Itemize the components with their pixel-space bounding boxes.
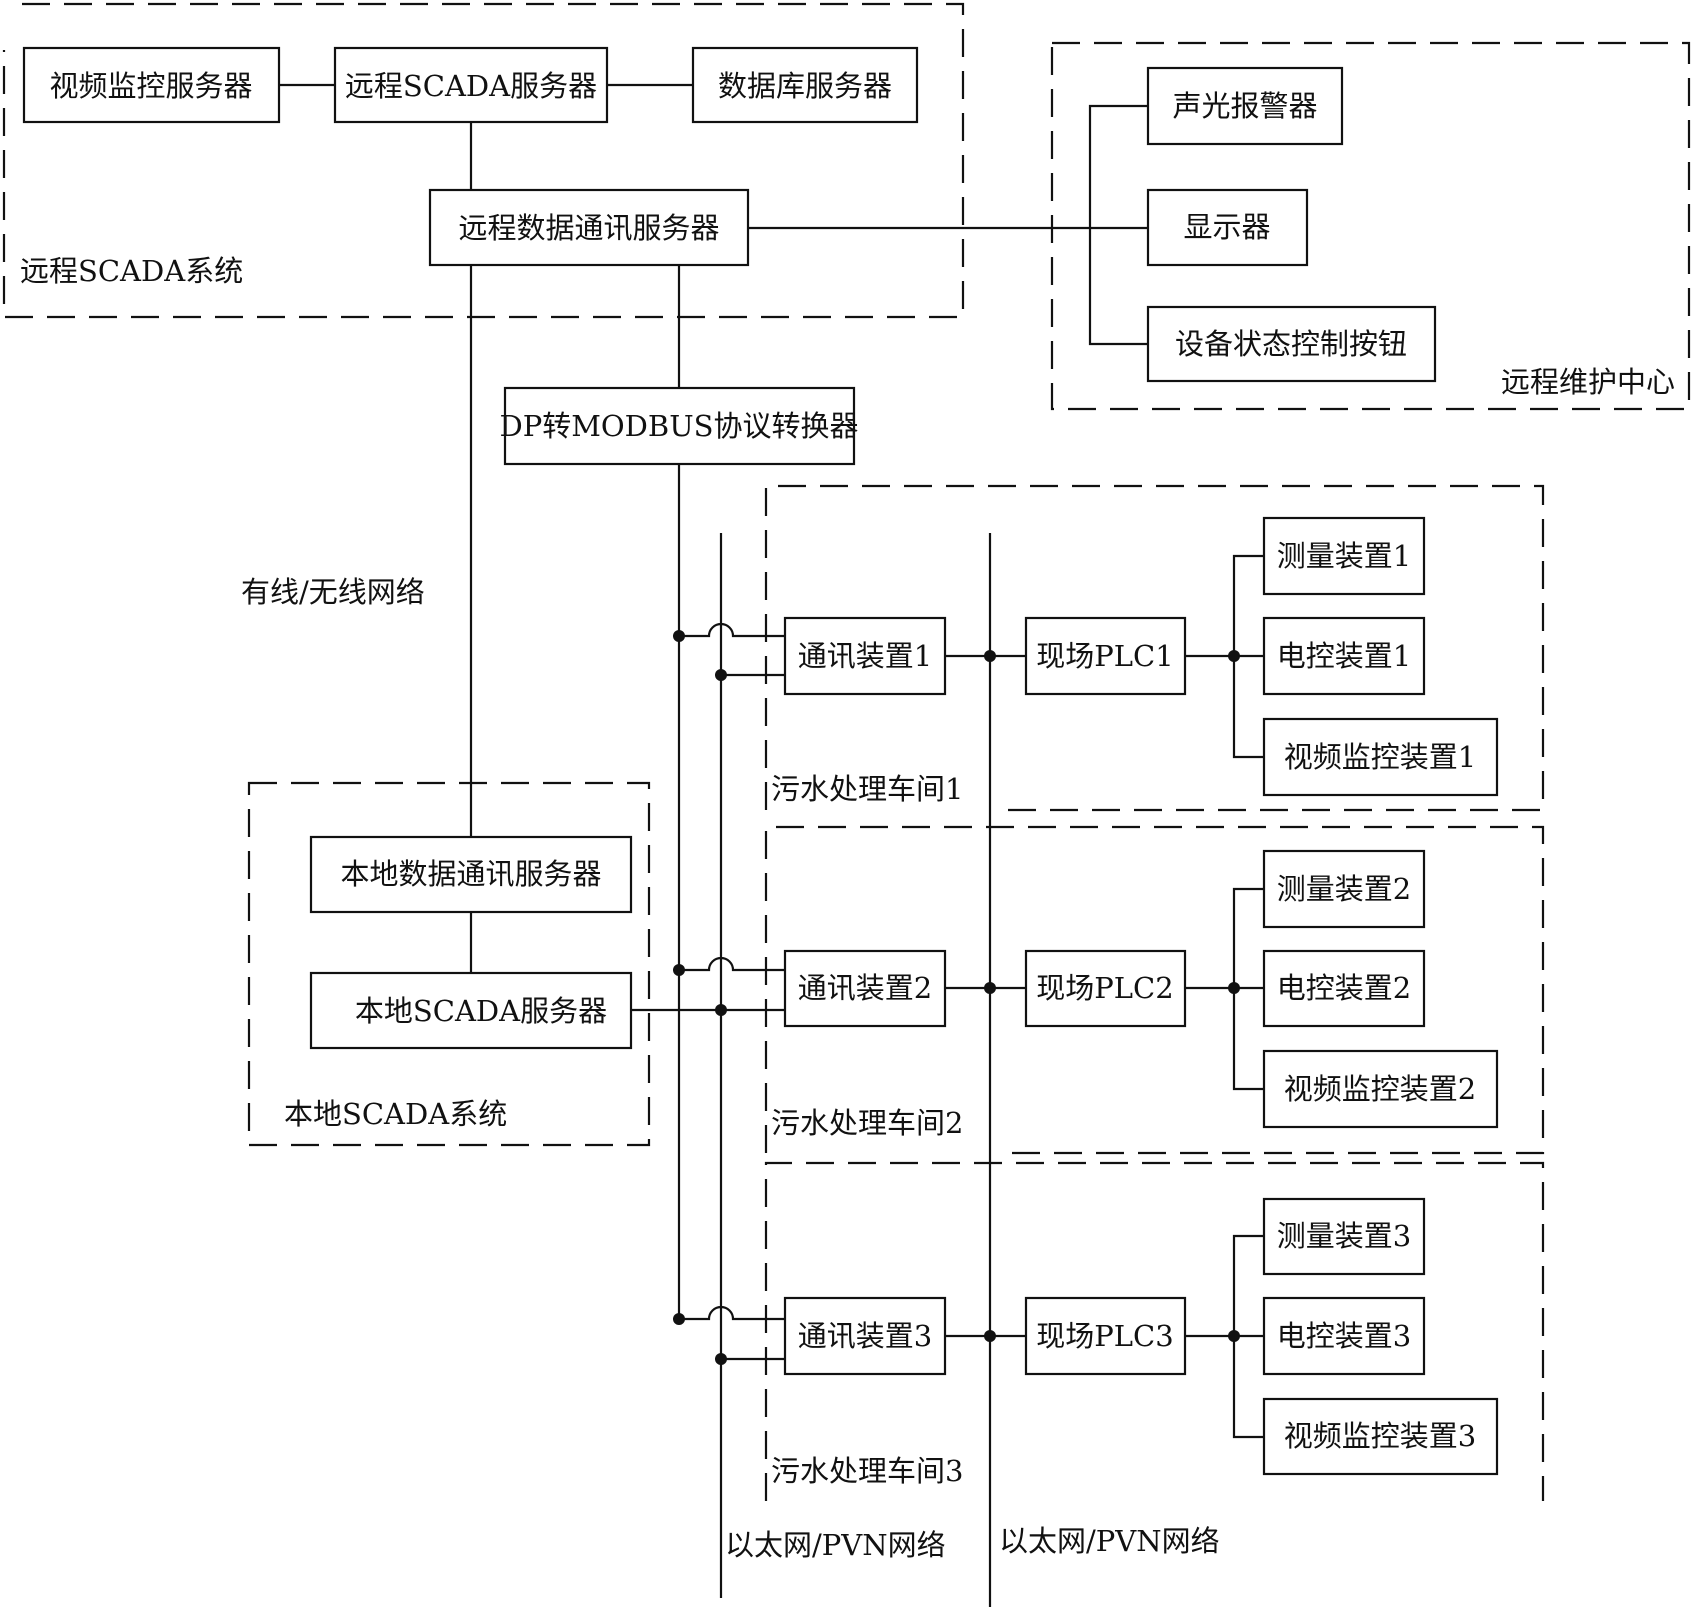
junction-dot [715, 1353, 727, 1365]
remote-comm-server-box: 远程数据通讯服务器 [428, 188, 750, 267]
junction-dot [673, 964, 685, 976]
remote-scada-group-label: 远程SCADA系统 [20, 254, 243, 288]
field-plc-2-box: 现场PLC2 [1024, 949, 1187, 1028]
local-comm-server-box: 本地数据通讯服务器 [309, 835, 633, 914]
electric-control-device-2-label: 电控装置2 [1277, 971, 1411, 1005]
junction-dot [984, 982, 996, 994]
local-scada-server-label: 本地SCADA服务器 [355, 994, 607, 1028]
junction-dot [1228, 982, 1240, 994]
group-outlines [2, 2, 1691, 1501]
alarm-box: 声光报警器 [1146, 66, 1344, 146]
junction-dot [1228, 650, 1240, 662]
video-monitor-device-3-label: 视频监控装置3 [1284, 1419, 1476, 1453]
database-server-box: 数据库服务器 [691, 46, 919, 124]
field-plc-1-box: 现场PLC1 [1024, 616, 1187, 696]
ethernet-bus-left-label: 以太网/PVN网络 [725, 1528, 946, 1562]
junction-dot [984, 650, 996, 662]
remote-center-group-label: 远程维护中心 [1501, 365, 1675, 399]
measurement-device-1-box: 测量装置1 [1262, 516, 1426, 596]
electric-control-device-2-box: 电控装置2 [1262, 949, 1426, 1028]
junction-dot [673, 630, 685, 642]
workshop-3-outline [764, 1161, 1545, 1501]
wire-remote-center-bus [1088, 104, 1148, 346]
workshop-1-label: 污水处理车间1 [771, 772, 963, 806]
electric-control-device-3-box: 电控装置3 [1262, 1296, 1426, 1376]
workshop-3: 通讯装置3 现场PLC3 测量装置3 电控装置3 视频监控装置3 污水处理车间3 [771, 1197, 1499, 1488]
local-scada-group-label: 本地SCADA系统 [284, 1097, 507, 1131]
video-monitor-device-1-label: 视频监控装置1 [1284, 740, 1476, 774]
measurement-device-2-box: 测量装置2 [1262, 849, 1426, 929]
junction-dot [1228, 1330, 1240, 1342]
workshop-3-label: 污水处理车间3 [771, 1454, 963, 1488]
remote-maintenance-center: 声光报警器 显示器 设备状态控制按钮 远程维护中心 [1146, 66, 1675, 399]
field-plc-2-label: 现场PLC2 [1036, 971, 1173, 1005]
ethernet-bus-right-label: 以太网/PVN网络 [999, 1524, 1220, 1558]
wire-ws2-modbus-hop [679, 956, 785, 972]
local-comm-server-label: 本地数据通讯服务器 [340, 857, 601, 891]
workshop-2-label: 污水处理车间2 [771, 1106, 963, 1140]
database-server-label: 数据库服务器 [718, 69, 892, 103]
video-monitor-device-2-box: 视频监控装置2 [1262, 1049, 1499, 1129]
workshop-2: 通讯装置2 现场PLC2 测量装置2 电控装置2 视频监控装置2 污水处理车间2 [771, 849, 1499, 1140]
video-monitor-device-3-box: 视频监控装置3 [1262, 1397, 1499, 1476]
workshop-1-outline [764, 484, 1545, 812]
junction-dot [984, 1330, 996, 1342]
remote-scada-server-label: 远程SCADA服务器 [345, 69, 597, 103]
alarm-label: 声光报警器 [1172, 89, 1317, 123]
remote-scada-system: 视频监控服务器 远程SCADA服务器 数据库服务器 远程数据通讯服务器 远程SC… [20, 46, 919, 288]
junction-dot [715, 1004, 727, 1016]
workshop-1: 通讯装置1 现场PLC1 测量装置1 电控装置1 视频监控装置1 污水处理车间1 [771, 516, 1499, 806]
wire-ws1-modbus-hop [679, 622, 785, 638]
comm-device-1-label: 通讯装置1 [798, 639, 932, 673]
wire-ws3-modbus-hop [679, 1305, 785, 1321]
wired-wireless-network-label: 有线/无线网络 [241, 575, 425, 609]
comm-device-3-box: 通讯装置3 [783, 1296, 947, 1376]
display-label: 显示器 [1183, 210, 1270, 244]
comm-device-3-label: 通讯装置3 [798, 1319, 932, 1353]
field-plc-3-label: 现场PLC3 [1036, 1319, 1173, 1353]
measurement-device-1-label: 测量装置1 [1277, 539, 1411, 573]
comm-device-1-box: 通讯装置1 [783, 616, 947, 696]
video-monitor-device-1-box: 视频监控装置1 [1262, 717, 1499, 797]
junctions [673, 630, 1240, 1365]
electric-control-device-1-label: 电控装置1 [1277, 639, 1411, 673]
control-button-label: 设备状态控制按钮 [1175, 327, 1407, 361]
measurement-device-3-label: 测量装置3 [1277, 1219, 1411, 1253]
measurement-device-2-label: 测量装置2 [1277, 872, 1411, 906]
remote-comm-server-label: 远程数据通讯服务器 [458, 211, 719, 245]
measurement-device-3-box: 测量装置3 [1262, 1197, 1426, 1276]
junction-dot [715, 669, 727, 681]
video-monitor-device-2-label: 视频监控装置2 [1284, 1072, 1476, 1106]
remote-scada-server-box: 远程SCADA服务器 [333, 46, 609, 124]
electric-control-device-1-box: 电控装置1 [1262, 616, 1426, 696]
comm-device-2-box: 通讯装置2 [783, 949, 947, 1028]
workshop-2-outline [764, 825, 1545, 1155]
local-scada-server-box: 本地SCADA服务器 [309, 971, 633, 1050]
remote-center-group-outline [1050, 41, 1691, 411]
protocol-converter-label: DP转MODBUS协议转换器 [499, 409, 858, 443]
junction-dot [673, 1313, 685, 1325]
video-monitoring-server-box: 视频监控服务器 [22, 46, 281, 124]
video-monitoring-server-label: 视频监控服务器 [49, 69, 252, 103]
field-plc-3-box: 现场PLC3 [1024, 1296, 1187, 1376]
display-box: 显示器 [1146, 188, 1309, 267]
comm-device-2-label: 通讯装置2 [798, 971, 932, 1005]
protocol-converter-box: DP转MODBUS协议转换器 [499, 386, 859, 466]
control-button-box: 设备状态控制按钮 [1146, 305, 1437, 383]
local-scada-system: 本地数据通讯服务器 本地SCADA服务器 本地SCADA系统 [284, 835, 633, 1131]
field-plc-1-label: 现场PLC1 [1036, 639, 1173, 673]
electric-control-device-3-label: 电控装置3 [1277, 1319, 1411, 1353]
